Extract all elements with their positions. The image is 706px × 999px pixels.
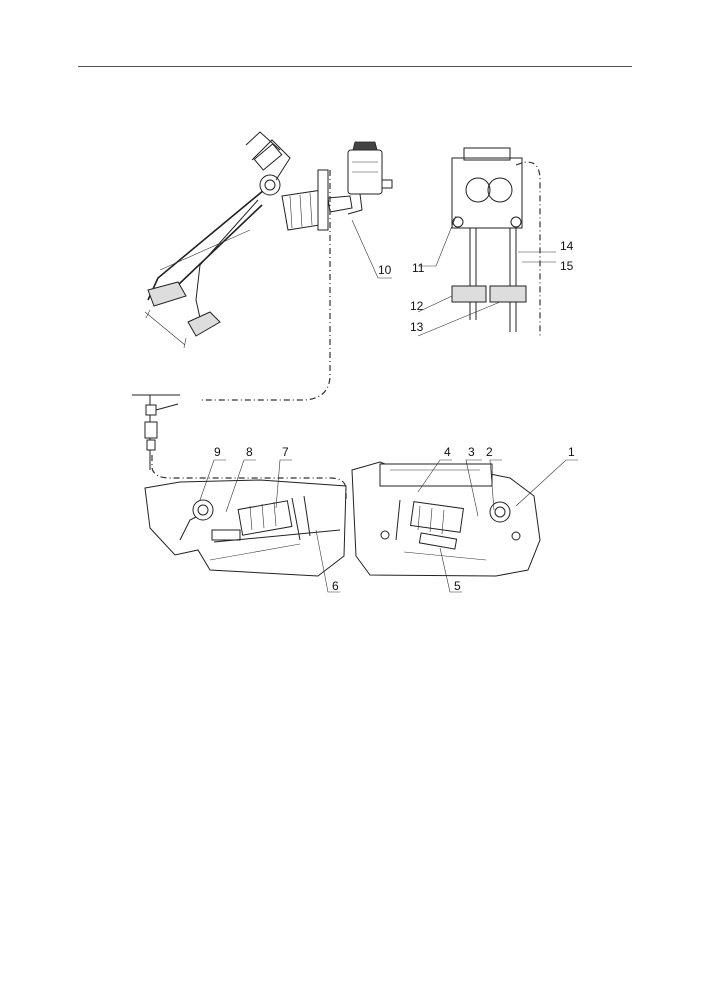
right-cylinder-view <box>351 459 578 593</box>
pedal-assembly-view <box>144 131 393 349</box>
callout-6: 6 <box>332 579 339 593</box>
callout-9: 9 <box>214 445 221 459</box>
callout-15: 15 <box>560 259 574 273</box>
callout-11: 11 <box>412 261 425 275</box>
hydraulic-pipe <box>132 170 347 500</box>
left-cylinder-view <box>144 459 347 593</box>
callout-labels: 1 2 3 4 5 6 7 8 9 10 11 12 13 14 15 <box>214 239 575 593</box>
callout-13: 13 <box>410 320 424 334</box>
pedal-front-view <box>417 147 556 338</box>
callout-10: 10 <box>378 263 392 277</box>
callout-4: 4 <box>444 445 451 459</box>
callout-1: 1 <box>568 445 575 459</box>
callout-12: 12 <box>410 299 424 313</box>
callout-14: 14 <box>560 239 574 253</box>
callout-8: 8 <box>246 445 253 459</box>
callout-2: 2 <box>486 445 493 459</box>
header-rule <box>78 66 632 67</box>
callout-3: 3 <box>468 445 475 459</box>
callout-5: 5 <box>454 579 461 593</box>
callout-7: 7 <box>282 445 289 459</box>
